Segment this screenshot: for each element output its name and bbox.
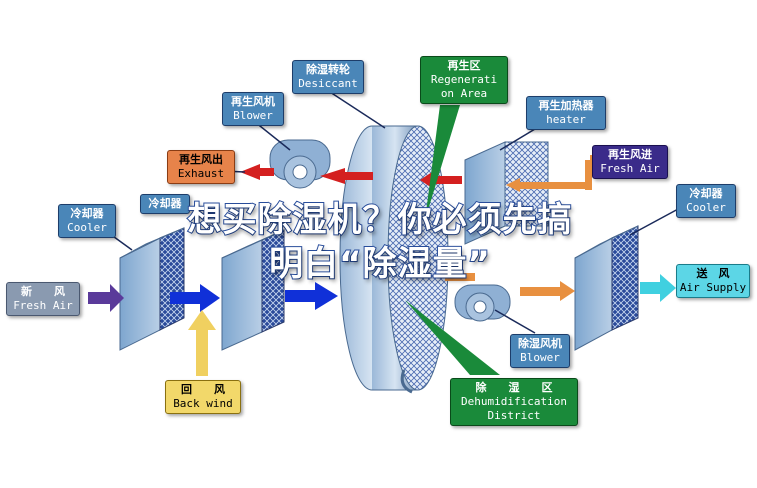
- regen-fresh-air-label-zh: 再生风进: [608, 148, 652, 161]
- cooler-left-label: 冷却器 Cooler: [58, 204, 116, 238]
- dehum-blower-fan: [454, 284, 511, 322]
- dehum-district-pointer: [405, 300, 500, 375]
- regen-blower-label-en: Blower: [233, 109, 273, 122]
- purple-fresh-air-arrow: [88, 284, 124, 312]
- regen-blower-fan: [269, 139, 331, 189]
- fresh-air-label: 新 风 Fresh Air: [6, 282, 80, 316]
- right-cooler-unit: [574, 225, 639, 351]
- heater-label-zh: 再生加热器: [538, 99, 594, 112]
- regen-area-pointer: [425, 105, 460, 220]
- back-wind-label: 回 风 Back wind: [165, 380, 241, 414]
- air-supply-label-zh: 送 风: [696, 267, 730, 280]
- yellow-back-wind-arrow: [188, 310, 216, 376]
- cooler-left-label-en: Cooler: [67, 221, 107, 234]
- regen-fresh-air-label-en: Fresh Air: [600, 162, 660, 175]
- cooler-left-label-zh: 冷却器: [70, 207, 104, 220]
- exhaust-label-en: Exhaust: [177, 167, 225, 180]
- regeneration-area-label-zh: 再生区: [447, 59, 481, 72]
- dehum-blower-label-en: Blower: [520, 351, 560, 364]
- dehum-blower-label-zh: 除湿风机: [518, 337, 562, 350]
- second-cooler-unit: [221, 229, 285, 351]
- exhaust-label-zh: 再生风出: [179, 153, 223, 166]
- dehum-blower-label: 除湿风机 Blower: [510, 334, 570, 368]
- desiccant-label-en: Desiccant: [298, 77, 358, 90]
- overlay-headline-line2: 明白“除湿量”: [268, 243, 491, 285]
- back-wind-label-zh: 回 风: [181, 383, 225, 396]
- heater-label-en: heater: [546, 113, 586, 126]
- fresh-air-label-zh: 新 风: [21, 285, 65, 298]
- cooler-left2-label-zh: 冷却器: [148, 197, 182, 210]
- cooler-right-label-zh: 冷却器: [689, 187, 723, 200]
- dehum-district-label-zh: 除 湿 区: [475, 381, 553, 394]
- regen-blower-label-zh: 再生风机: [231, 95, 275, 108]
- back-wind-label-en: Back wind: [173, 397, 233, 410]
- red-exhaust-arrows: [240, 164, 462, 188]
- regen-fresh-air-label: 再生风进 Fresh Air: [592, 145, 668, 179]
- exhaust-label: 再生风出 Exhaust: [167, 150, 235, 184]
- overlay-headline: 想买除湿机？你必须先搞 明白“除湿量”: [110, 198, 650, 286]
- desiccant-label: 除湿转轮 Desiccant: [292, 60, 364, 94]
- left-cooler-unit: [119, 227, 185, 351]
- fresh-air-label-en: Fresh Air: [13, 299, 73, 312]
- regeneration-area-label-en: Regenerati on Area: [430, 73, 498, 100]
- desiccant-label-zh: 除湿转轮: [306, 63, 350, 76]
- overlay-headline-line1: 想买除湿机？你必须先搞: [187, 199, 573, 241]
- cooler-left2-label: 冷却器: [140, 194, 190, 214]
- regen-blower-label: 再生风机 Blower: [222, 92, 284, 126]
- air-supply-label: 送 风 Air Supply: [676, 264, 750, 298]
- cooler-right-label: 冷却器 Cooler: [676, 184, 736, 218]
- dehum-district-label-en: Dehumidification District: [461, 395, 567, 422]
- air-supply-label-en: Air Supply: [679, 281, 747, 294]
- dehum-district-label: 除 湿 区 Dehumidification District: [450, 378, 578, 426]
- cyan-supply-arrow: [640, 274, 676, 302]
- heater-label: 再生加热器 heater: [526, 96, 606, 130]
- regeneration-area-label: 再生区 Regenerati on Area: [420, 56, 508, 104]
- cooler-right-label-en: Cooler: [686, 201, 726, 214]
- blue-process-arrows: [170, 282, 338, 312]
